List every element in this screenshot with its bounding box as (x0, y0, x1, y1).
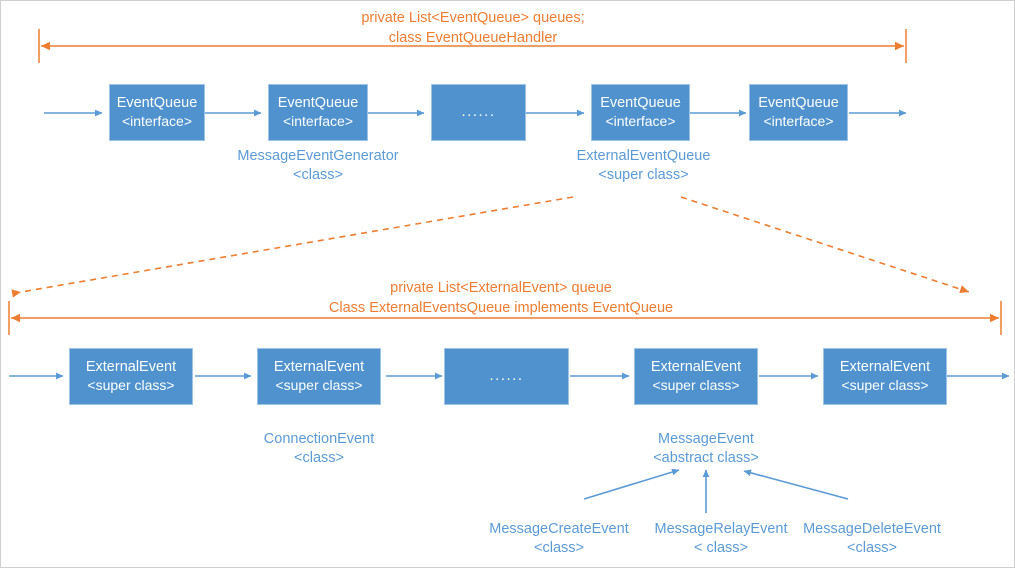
bottom-box-3-line2: <super class> (652, 376, 740, 393)
label-message-delete-event: MessageDeleteEvent <class> (801, 520, 943, 558)
top-box-4-line1: EventQueue (758, 95, 839, 112)
bottom-box-0-line1: ExternalEvent (85, 359, 177, 376)
top-box-1[interactable]: EventQueue <interface> (268, 84, 368, 141)
top-box-1-line2: <interface> (282, 112, 354, 129)
title-top-line2: class EventQueueHandler (388, 29, 558, 46)
bottom-box-1-line2: <super class> (275, 376, 363, 393)
top-box-3-line1: EventQueue (600, 95, 681, 112)
bottom-box-0[interactable]: ExternalEvent <super class> (69, 348, 193, 405)
label-message-event-generator: MessageEventGenerator <class> (228, 147, 408, 185)
bottom-box-1-line1: ExternalEvent (273, 359, 365, 376)
bottom-box-4[interactable]: ExternalEvent <super class> (823, 348, 947, 405)
label-message-create-event: MessageCreateEvent <class> (488, 520, 630, 558)
bottom-box-1[interactable]: ExternalEvent <super class> (257, 348, 381, 405)
label-message-create-event-line1: MessageCreateEvent (489, 521, 629, 537)
label-external-event-queue-line1: ExternalEventQueue (576, 148, 711, 164)
expand-line-right (680, 196, 970, 294)
expand-line-left (11, 196, 574, 298)
label-message-relay-event: MessageRelayEvent < class> (651, 520, 791, 558)
bottom-box-3[interactable]: ExternalEvent <super class> (634, 348, 758, 405)
label-connection-event-line2: <class> (294, 450, 344, 467)
bottom-box-4-line2: <super class> (841, 376, 929, 393)
label-message-delete-event-line2: <class> (847, 540, 897, 557)
bottom-box-2-line1: ...... (489, 367, 524, 385)
label-message-event-line2: <abstract class> (653, 450, 759, 467)
label-message-event: MessageEvent <abstract class> (635, 430, 777, 468)
title-mid: private List<ExternalEvent> queue Class … (231, 279, 771, 318)
top-box-2-ellipsis[interactable]: ...... (431, 84, 526, 141)
title-mid-line1: private List<ExternalEvent> queue (390, 280, 612, 296)
label-message-event-generator-line2: <class> (293, 167, 343, 184)
title-top: private List<EventQueue> queues; class E… (273, 9, 673, 48)
label-connection-event-line1: ConnectionEvent (263, 431, 375, 447)
label-message-create-event-line2: <class> (534, 540, 584, 557)
label-message-delete-event-line1: MessageDeleteEvent (803, 521, 941, 537)
top-box-0-line1: EventQueue (116, 95, 198, 112)
bottom-box-4-line1: ExternalEvent (839, 359, 931, 376)
inherit-arrow-create (583, 468, 680, 500)
label-external-event-queue: ExternalEventQueue <super class> (556, 147, 731, 185)
top-box-3[interactable]: EventQueue <interface> (591, 84, 690, 141)
bottom-box-3-line1: ExternalEvent (650, 359, 742, 376)
label-connection-event: ConnectionEvent <class> (248, 430, 390, 468)
label-message-event-generator-line1: MessageEventGenerator (237, 148, 399, 164)
bottom-box-0-line2: <super class> (87, 376, 175, 393)
inherit-arrow-delete (743, 469, 849, 500)
top-box-4-line2: <interface> (763, 112, 834, 129)
bottom-box-2-ellipsis[interactable]: ...... (444, 348, 569, 405)
label-message-relay-event-line1: MessageRelayEvent (654, 521, 788, 537)
top-box-3-line2: <interface> (605, 112, 676, 129)
top-box-0-line2: <interface> (121, 112, 193, 129)
top-box-1-line1: EventQueue (277, 95, 359, 112)
label-external-event-queue-line2: <super class> (598, 167, 689, 184)
title-mid-line2: Class ExternalEventsQueue implements Eve… (328, 299, 674, 316)
label-message-relay-event-line2: < class> (694, 540, 748, 557)
top-box-0[interactable]: EventQueue <interface> (109, 84, 205, 141)
title-top-line1: private List<EventQueue> queues; (361, 10, 585, 26)
top-box-4[interactable]: EventQueue <interface> (749, 84, 848, 141)
top-box-2-line1: ...... (461, 103, 496, 121)
label-message-event-line1: MessageEvent (658, 431, 754, 447)
